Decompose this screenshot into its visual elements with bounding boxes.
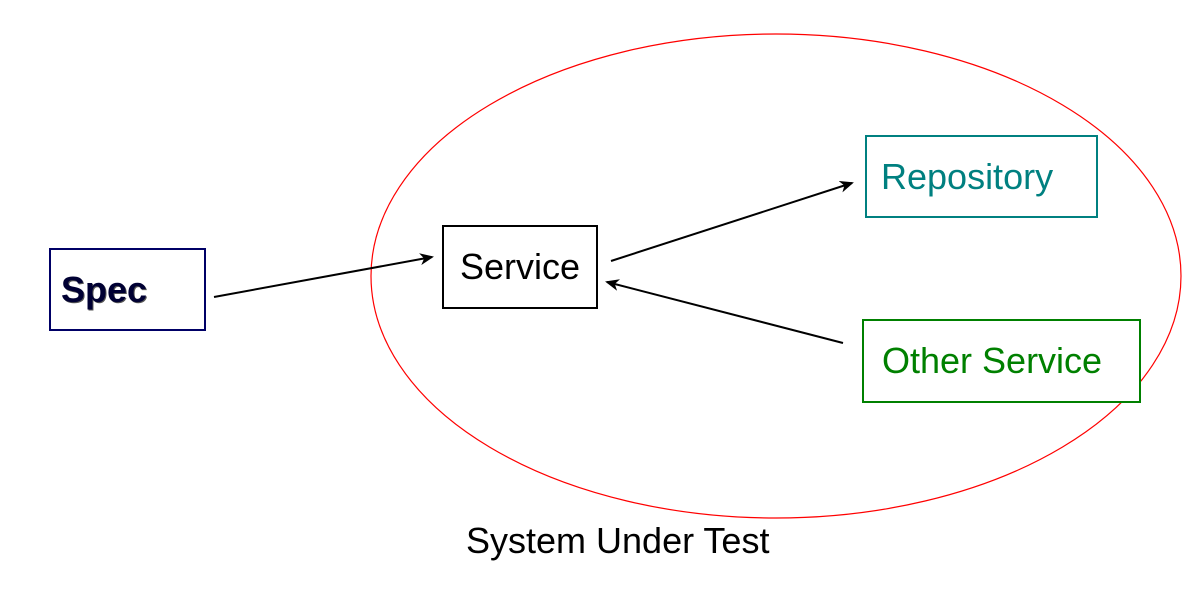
service-node: Service: [442, 225, 598, 309]
spec-node: Spec: [49, 248, 206, 331]
system-under-test-label: System Under Test: [466, 520, 770, 561]
service-label: Service: [459, 246, 581, 287]
spec-label: Spec: [61, 268, 148, 310]
other-service-label: Other Service: [882, 340, 1103, 381]
arrow-spec-to-service: [213, 253, 434, 298]
system-under-test-boundary: [370, 33, 1182, 519]
arrow-service-to-repository: [610, 180, 854, 262]
arrow-other-service-to-service: [605, 279, 844, 344]
repository-node: Repository: [865, 135, 1098, 218]
other-service-node: Other Service: [862, 319, 1141, 403]
repository-label: Repository: [881, 155, 1054, 197]
